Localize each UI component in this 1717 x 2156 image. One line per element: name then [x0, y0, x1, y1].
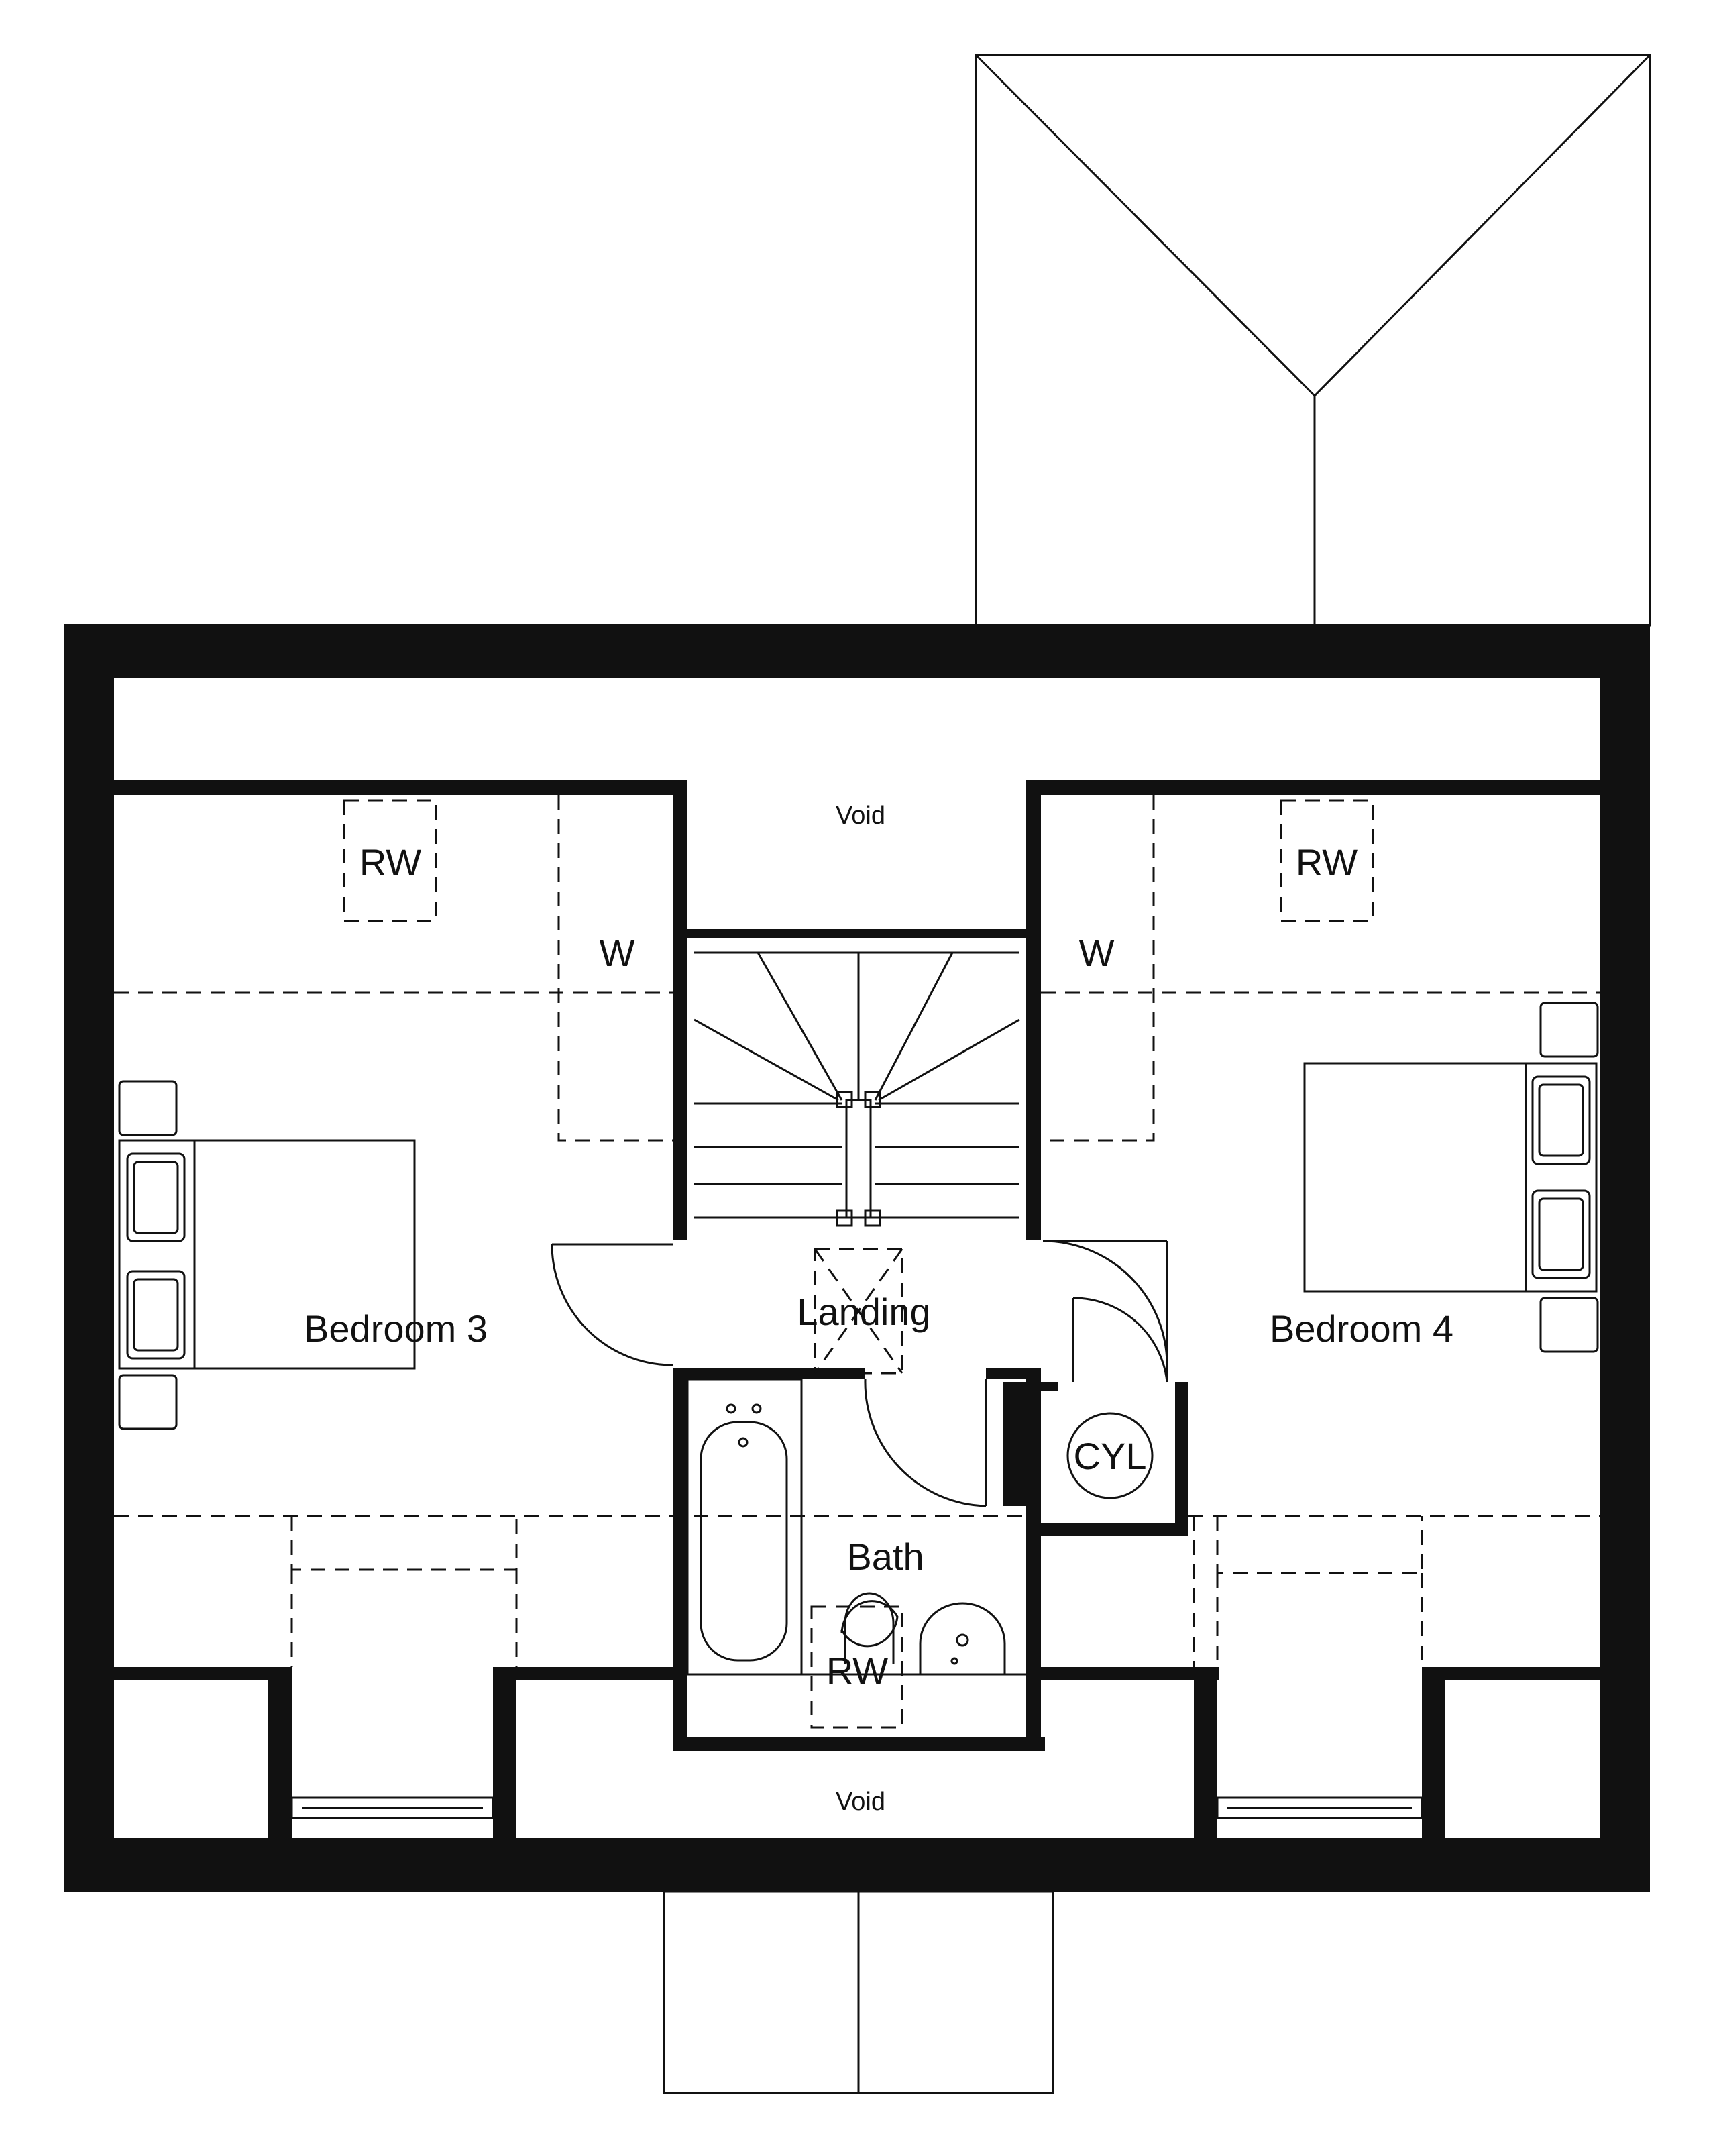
door-cylinder-cupboard [1072, 1297, 1168, 1383]
void-label-bottom: Void [836, 1788, 885, 1816]
wardrobe-left: W [557, 795, 673, 1142]
toilet [840, 1592, 899, 1664]
staircase [694, 951, 1020, 1227]
room-label-bath: Bath [846, 1535, 924, 1578]
room-label-bedroom4: Bedroom 4 [1270, 1307, 1453, 1350]
roof-window-bath: RW [810, 1605, 903, 1729]
roof-window-bedroom3: RW [343, 799, 437, 922]
door-bedroom3 [551, 1243, 673, 1366]
svg-text:CYL: CYL [1074, 1435, 1147, 1477]
svg-text:RW: RW [1296, 841, 1358, 883]
svg-text:RW: RW [359, 841, 421, 883]
internal-walls [114, 780, 1600, 1848]
loft-hatch [814, 1248, 903, 1375]
door-bedroom4 [1042, 1240, 1168, 1382]
wardrobe-right: W [1041, 795, 1155, 1142]
hot-water-cylinder: CYL [1066, 1412, 1154, 1499]
roof-outline [975, 54, 1651, 627]
outer-walls [64, 624, 1650, 1892]
door-bathroom [864, 1379, 987, 1507]
window-right [1216, 1796, 1423, 1819]
eaves-lines [114, 991, 1600, 1667]
roof-window-bedroom4: RW [1280, 799, 1374, 922]
porch-outline [663, 1890, 1054, 2094]
window-left [290, 1796, 494, 1819]
wardrobe-left-label: W [600, 932, 635, 974]
room-label-bedroom3: Bedroom 3 [304, 1307, 488, 1350]
room-label-landing: Landing [797, 1291, 930, 1333]
svg-text:RW: RW [826, 1650, 888, 1692]
basin [919, 1602, 1006, 1674]
bed-bedroom4 [1303, 1002, 1599, 1353]
wardrobe-right-label: W [1079, 932, 1115, 974]
bed-bedroom3 [118, 1080, 416, 1430]
bath-tub [686, 1378, 803, 1676]
void-label-top: Void [836, 802, 885, 830]
